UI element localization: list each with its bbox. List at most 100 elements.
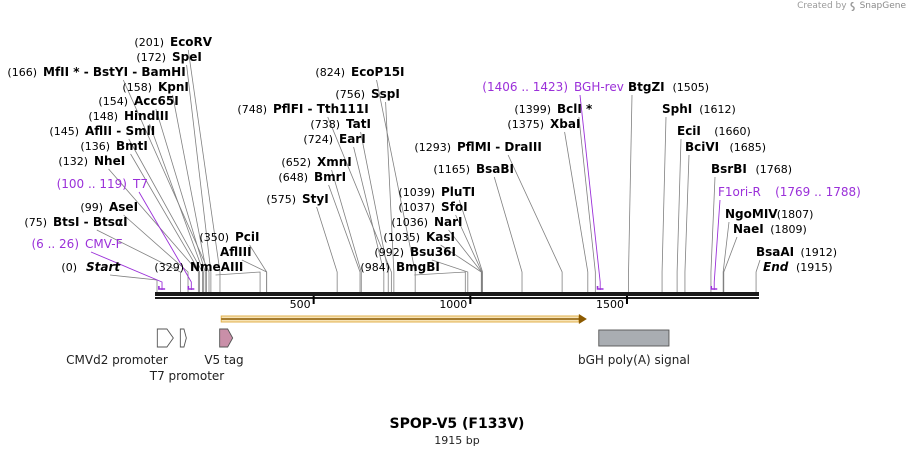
site-position: (748) bbox=[237, 103, 267, 116]
site-leader-line bbox=[440, 244, 482, 292]
enzyme-name: BmtI bbox=[116, 139, 148, 153]
primer-binding-mark bbox=[158, 286, 166, 290]
site-label: BciVI (1685) bbox=[685, 140, 766, 154]
site-position: (1035) bbox=[383, 231, 420, 244]
site-leader-line bbox=[458, 199, 483, 292]
site-label: (984)BmgBI bbox=[360, 260, 439, 274]
site-label: EciI(1660) bbox=[677, 124, 751, 138]
site-label: (824)EcoP15I bbox=[315, 65, 404, 79]
site-position: (1165) bbox=[433, 163, 470, 176]
orf-arrowhead bbox=[578, 314, 587, 324]
snapgene-logo-icon bbox=[850, 1, 855, 11]
site-leader-line bbox=[327, 116, 392, 292]
enzyme-name: HindIII bbox=[124, 109, 169, 123]
enzyme-name: PflMI - DraIII bbox=[457, 140, 542, 154]
primer-name: F1ori-R bbox=[718, 185, 761, 199]
site-leader-line bbox=[328, 184, 361, 292]
site-label: (329) NmeAIII bbox=[154, 260, 243, 274]
enzyme-name: EcoRV bbox=[170, 35, 213, 49]
site-position: (1505) bbox=[673, 81, 710, 94]
site-position: (1660) bbox=[714, 125, 751, 138]
site-label: (992) Bsu36I bbox=[374, 245, 456, 259]
enzyme-name: SpeI bbox=[172, 50, 202, 64]
enzyme-name: EcoP15I bbox=[351, 65, 405, 79]
site-leader-line bbox=[676, 138, 682, 292]
site-label: (158)KpnI bbox=[122, 80, 189, 94]
site-position: (652) bbox=[281, 156, 311, 169]
site-position: (1612) bbox=[699, 103, 736, 116]
site-label: (201) EcoRV bbox=[134, 35, 212, 49]
site-leader-line bbox=[149, 123, 204, 292]
site-position: (148) bbox=[88, 110, 118, 123]
site-position: (1293) bbox=[414, 141, 451, 154]
primer-binding-mark bbox=[710, 286, 718, 290]
credit-prefix: Created by bbox=[797, 1, 847, 11]
site-label: (166)MfII * - BstYI - BamHI bbox=[7, 65, 185, 79]
site-position: (145) bbox=[49, 125, 79, 138]
primer-range: (1769 .. 1788) bbox=[775, 185, 861, 199]
site-position: (738) bbox=[310, 118, 340, 131]
primer-range: (1406 .. 1423) bbox=[482, 80, 568, 94]
site-label: (154)Acc65I bbox=[98, 94, 178, 108]
site-position: (166) bbox=[7, 66, 37, 79]
plasmid-title: SPOP-V5 (F133V) bbox=[389, 416, 525, 432]
primer-label: (6 .. 26)CMV-F bbox=[31, 237, 122, 251]
backbone-bottom-strand bbox=[155, 297, 759, 299]
bgh-poly-a-signal-feature: bGH poly(A) signal bbox=[578, 329, 690, 367]
primer-label: F1ori-R (1769 .. 1788) bbox=[718, 185, 861, 199]
site-leader-line bbox=[755, 259, 761, 292]
polya-box bbox=[598, 329, 670, 347]
site-leader-line bbox=[628, 94, 633, 292]
site-position: (329) bbox=[154, 261, 184, 274]
enzyme-name: BmgBI bbox=[396, 260, 440, 274]
site-label: (1293) PflMI - DraIII bbox=[414, 140, 541, 154]
credit-brand: SnapGene bbox=[859, 1, 906, 11]
site-leader-line bbox=[186, 64, 212, 292]
enzyme-name: PluTI bbox=[441, 185, 475, 199]
site-leader-line bbox=[187, 49, 221, 292]
end-position: (1915) bbox=[796, 261, 833, 274]
site-position: (1807) bbox=[777, 208, 814, 221]
enzyme-name: BtsI - BtsαI bbox=[53, 215, 128, 229]
site-position: (724) bbox=[303, 133, 333, 146]
site-label: (575)StyI bbox=[266, 192, 328, 206]
site-label: (652)XmnI bbox=[281, 155, 351, 169]
enzyme-name: PflFI - Tth111I bbox=[273, 102, 369, 116]
site-position: (201) bbox=[134, 36, 164, 49]
site-leader-line bbox=[431, 259, 469, 292]
enzyme-name: BciVI bbox=[685, 140, 719, 154]
site-leader-line bbox=[710, 176, 716, 292]
feature-label: bGH poly(A) signal bbox=[578, 353, 690, 367]
site-label: (748) PflFI - Tth111I bbox=[237, 102, 368, 116]
enzyme-name: NmeAIII bbox=[190, 260, 243, 274]
site-label: (350)PciI bbox=[199, 230, 259, 244]
enzyme-name: XbaI bbox=[550, 117, 580, 131]
primer-name: CMV-F bbox=[85, 237, 123, 251]
enzyme-name: BtgZI bbox=[628, 80, 665, 94]
site-leader-line bbox=[414, 271, 466, 292]
site-position: (1039) bbox=[398, 186, 435, 199]
site-position: (172) bbox=[136, 51, 166, 64]
enzyme-name: EarI bbox=[339, 132, 366, 146]
primer-binding-mark bbox=[596, 286, 604, 290]
primer-name: T7 bbox=[132, 177, 148, 191]
site-leader-line bbox=[249, 244, 268, 292]
enzyme-name: Bsu36I bbox=[410, 245, 456, 259]
enzyme-name: BsaAI bbox=[756, 245, 794, 259]
site-label: (724) EarI bbox=[303, 132, 365, 146]
site-position: (1685) bbox=[730, 141, 767, 154]
site-leader-line bbox=[722, 221, 730, 292]
cmvd2-promoter-feature: CMVd2 promoter bbox=[66, 328, 174, 367]
end-name: End bbox=[763, 260, 789, 274]
site-leader-line bbox=[723, 236, 738, 292]
enzyme-name: BsrBI bbox=[711, 162, 747, 176]
site-label: (136)BmtI bbox=[80, 139, 147, 153]
orf-arrow bbox=[220, 314, 587, 324]
site-label: NgoMIV(1807) bbox=[725, 207, 813, 221]
site-position: (992) bbox=[374, 246, 404, 259]
site-leader-line bbox=[507, 154, 563, 292]
enzyme-name: NheI bbox=[94, 154, 125, 168]
site-position: (132) bbox=[58, 155, 88, 168]
v5-tag-feature: V5 tag bbox=[204, 328, 244, 367]
site-leader-line bbox=[564, 131, 589, 292]
